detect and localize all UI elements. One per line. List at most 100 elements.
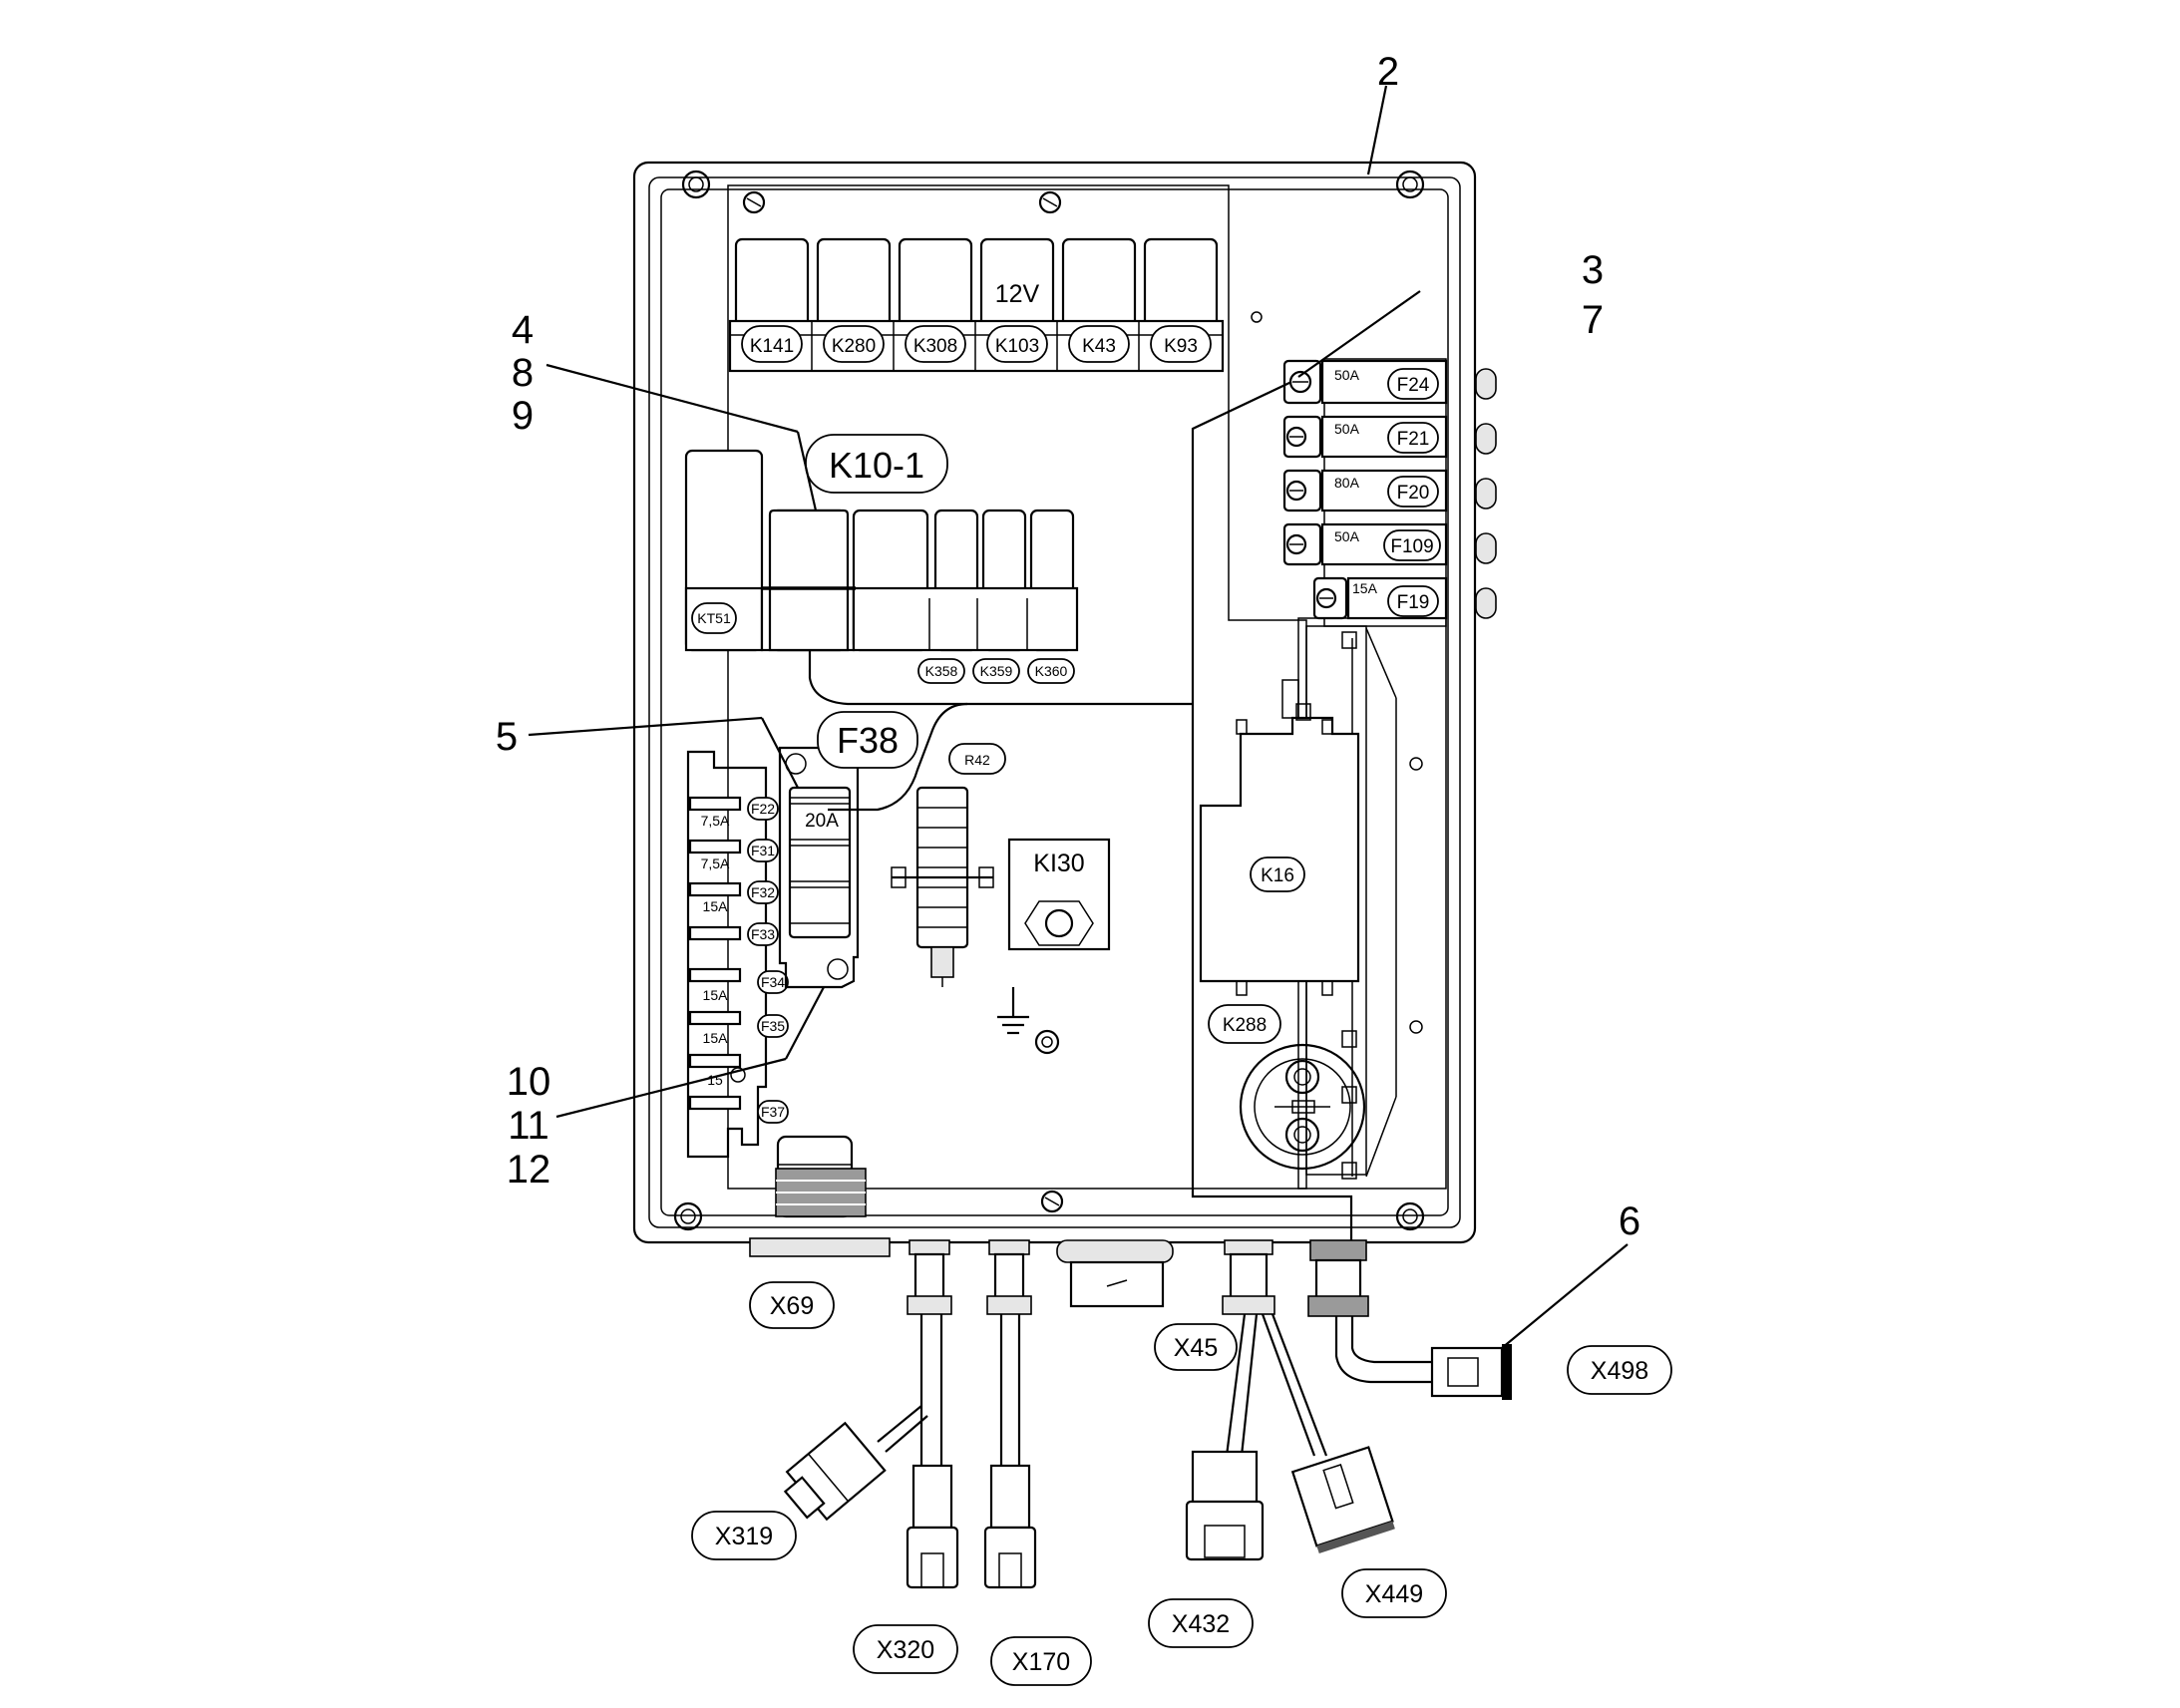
callout-8: 8 xyxy=(512,351,534,395)
fuse-rating: 7,5A xyxy=(701,855,730,871)
f38-rating: 20A xyxy=(805,811,839,832)
connector-label: X319 xyxy=(715,1523,773,1550)
r42-label: R42 xyxy=(964,752,990,768)
fuse-f32: F32 xyxy=(747,880,779,904)
fuse-label: F19 xyxy=(1397,592,1430,613)
relay-k93: K93 xyxy=(1150,325,1212,363)
callout-3: 3 xyxy=(1582,248,1604,292)
callout-12: 12 xyxy=(507,1148,551,1192)
relay-label: K308 xyxy=(913,336,957,357)
callout-4: 4 xyxy=(512,308,534,352)
fuse-rating: 15A xyxy=(703,898,729,914)
connector-x320: X320 xyxy=(853,1624,958,1674)
k16-label: K16 xyxy=(1261,865,1294,886)
voltage-label: 12V xyxy=(995,280,1040,308)
relay-k280: K280 xyxy=(823,325,885,363)
fuse-f21: 50A F21 xyxy=(1282,415,1448,459)
f38-label: F38 xyxy=(837,720,899,761)
fuse-label: F24 xyxy=(1397,375,1430,396)
connector-x69: X69 xyxy=(749,1281,835,1329)
relay-k16: K16 xyxy=(1199,679,1360,996)
relay-label: K280 xyxy=(832,336,876,357)
relay-label: K103 xyxy=(995,336,1039,357)
fuse-f33: F33 xyxy=(747,922,779,946)
relay-k103: K103 xyxy=(986,325,1048,363)
cable-gland xyxy=(907,1239,952,1466)
k288-label: K288 xyxy=(1223,1015,1267,1036)
kl30-label: KI30 xyxy=(1033,850,1084,877)
corner-screw-icon xyxy=(1395,170,1425,199)
fuse-f22: F22 xyxy=(747,797,779,821)
fuse-f109: 50A F109 xyxy=(1282,522,1448,566)
relay-label: K93 xyxy=(1164,336,1198,357)
relay-k358: K358 xyxy=(917,658,965,684)
connector-x45: X45 xyxy=(1154,1323,1238,1371)
corner-screw-icon xyxy=(681,170,711,199)
callout-11: 11 xyxy=(508,1104,549,1148)
connector-x170-plug xyxy=(983,1464,1037,1589)
cable-gland xyxy=(1307,1239,1432,1384)
connector-x498-plug xyxy=(1430,1344,1512,1400)
terminal-kl30: KI30 xyxy=(1007,838,1111,951)
connector-label: X69 xyxy=(770,1292,814,1320)
cable-gland xyxy=(986,1239,1032,1466)
fuse-rating: 50A xyxy=(1334,367,1360,383)
relay-label: K141 xyxy=(750,336,794,357)
relay-kt51: KT51 xyxy=(691,602,737,634)
fuse-block: 7,5A 7,5A 15A 15A 15A 15 xyxy=(686,750,768,1159)
connector-label: X320 xyxy=(877,1636,934,1664)
relay-label: K360 xyxy=(1035,663,1068,679)
fuse-f24: 50A F24 xyxy=(1282,359,1448,405)
fuse-label: F35 xyxy=(761,1018,785,1034)
fuse-f35: F35 xyxy=(757,1014,789,1038)
fuse-label: F20 xyxy=(1397,483,1430,504)
connector-x432: X432 xyxy=(1148,1598,1254,1648)
fuse-rating: 15A xyxy=(703,987,729,1003)
fuse-rating: 50A xyxy=(1334,528,1360,544)
callout-leaders xyxy=(528,85,1629,1349)
connector-label: X432 xyxy=(1172,1610,1230,1638)
plate-screw-icon xyxy=(1038,190,1062,214)
connector-x498: X498 xyxy=(1567,1345,1672,1395)
resistor-r42: R42 xyxy=(891,743,1006,987)
ground-icon xyxy=(997,987,1060,1055)
connector-label: X45 xyxy=(1174,1334,1218,1362)
relay-k141: K141 xyxy=(741,325,803,363)
corner-screw-icon xyxy=(1395,1201,1425,1231)
fuse-label: F22 xyxy=(751,801,775,817)
fuse-f34: F34 xyxy=(757,970,789,994)
fuse-label: F21 xyxy=(1397,429,1430,450)
connector-x319-plug xyxy=(783,1405,928,1522)
fuse-f20: 80A F20 xyxy=(1282,469,1448,512)
callout-9: 9 xyxy=(512,394,534,438)
cable-gland xyxy=(1222,1239,1328,1457)
relay-label: K359 xyxy=(980,663,1013,679)
fuse-label: F33 xyxy=(751,926,775,942)
relay-k43: K43 xyxy=(1068,325,1130,363)
fuse-f31: F31 xyxy=(747,839,779,862)
callout-2: 2 xyxy=(1377,50,1399,94)
fuse-label: F34 xyxy=(761,974,785,990)
fuse-label: F109 xyxy=(1390,536,1433,557)
connector-x320-plug xyxy=(906,1464,959,1589)
relay-k360: K360 xyxy=(1027,658,1075,684)
fuse-rating: 15A xyxy=(703,1030,729,1046)
callout-7: 7 xyxy=(1582,298,1604,342)
connector-x319: X319 xyxy=(691,1511,797,1560)
relay-label: KT51 xyxy=(697,610,731,626)
fuse-label: F37 xyxy=(761,1104,785,1120)
k10-1-label: K10-1 xyxy=(829,445,924,486)
blanking-plug xyxy=(1056,1239,1174,1308)
fuse-rating: 15A xyxy=(1352,580,1378,596)
connector-x170: X170 xyxy=(990,1636,1092,1686)
connector-x69-housing xyxy=(775,1135,867,1218)
fuse-f38: 20A F38 xyxy=(778,711,918,989)
connector-x432-plug xyxy=(1185,1450,1265,1561)
corner-screw-icon xyxy=(673,1201,703,1231)
plate-screw-icon xyxy=(1040,1190,1064,1213)
fuse-label: F31 xyxy=(751,843,775,858)
fuse-rating: 7,5A xyxy=(701,813,730,829)
fuse-rating: 50A xyxy=(1334,421,1360,437)
fuse-f37: F37 xyxy=(757,1100,789,1124)
